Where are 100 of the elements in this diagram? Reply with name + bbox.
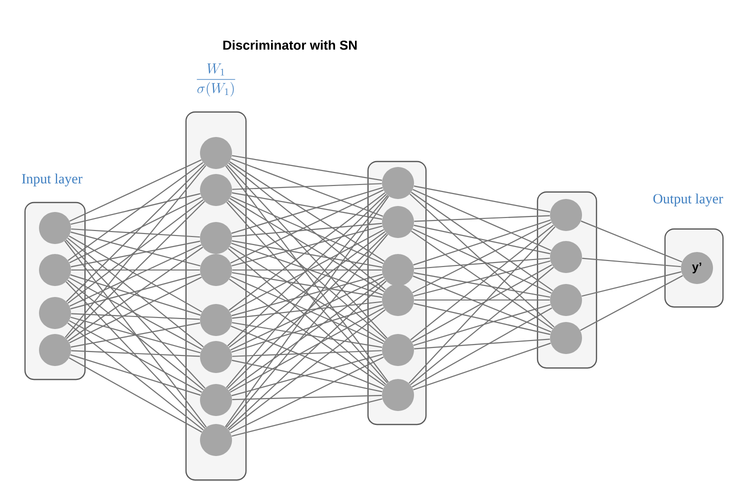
formula: $\frac{W_1}{\sigma(W_1)}$ [196,63,236,97]
connection-line [227,280,387,430]
neuron-circle [200,222,232,254]
connection-line [232,350,382,357]
neuron-circle [39,297,71,329]
connection-line [231,354,383,396]
layer-label: Output layer [653,194,724,206]
neuron-circle [382,206,414,238]
connection-line [582,271,682,297]
neuron-circle [200,254,232,286]
connection-line [232,192,382,220]
connection-line [580,275,683,331]
connection-line [64,240,207,428]
connection-line [232,360,382,392]
connection-line [228,231,386,348]
neuron-circle [550,284,582,316]
connection-line [70,354,201,396]
connection-line [68,357,202,433]
connection-line [71,269,200,271]
connection-line [229,161,385,262]
connection-line [230,229,384,313]
connection-line [69,159,202,222]
connection-line [232,394,382,400]
connection-line [414,303,550,335]
neuron-circle [382,284,414,316]
connection-line [414,260,550,296]
connection-line [232,155,382,181]
connection-line [230,307,384,393]
connection-line [232,269,382,271]
neuron-circle [200,341,232,373]
connection-line [232,226,382,266]
connection-line [410,224,554,340]
connection-line [71,350,200,357]
connection-line [64,165,206,338]
connection-line [66,201,205,339]
connection-line [413,342,551,390]
connection-line [413,220,551,266]
neuron-circle [39,334,71,366]
connection-line [232,240,382,268]
connection-line [232,183,382,190]
neuron-circle [382,334,414,366]
connection-line [412,264,552,343]
connection-line [69,244,202,307]
neuron-circle [550,322,582,354]
connection-line [228,192,386,311]
connection-line [66,164,205,302]
connection-line [412,189,552,251]
connection-line [71,313,200,320]
connection-line [232,301,382,319]
connection-line [224,196,390,428]
connection-line [410,192,554,292]
connection-line [68,236,202,312]
connection-line [414,258,550,270]
neuron-circle [200,304,232,336]
connection-line [230,326,384,390]
connection-line [582,258,681,268]
neuron-circle [39,212,71,244]
connection-line [228,162,386,290]
neuron-circle [200,384,232,416]
connection-line [231,304,383,353]
connection-line [67,322,204,430]
connection-line [69,320,202,393]
connection-line [414,224,550,254]
neuron-circle [382,167,414,199]
connection-line [414,338,550,350]
connection-line [408,226,556,384]
connection-line [230,198,384,292]
connection-line [228,309,386,431]
connection-line [414,272,550,298]
connection-line [67,280,204,390]
connection-line [66,281,206,429]
connection-line [232,222,382,238]
neuron-circle [382,254,414,286]
connection-line [70,274,201,316]
connection-line [231,274,383,316]
connection-line [411,230,553,330]
connection-line [70,274,200,310]
neuron-circle [200,424,232,456]
connection-line [69,196,202,264]
connection-line [232,398,382,437]
connection-line [413,304,551,346]
connection-line [71,228,200,238]
connection-line [70,193,200,225]
layer-label: Input layer [22,174,82,186]
connection-line [410,266,554,386]
connection-line [414,299,550,301]
connection-line [70,322,200,348]
connection-line [230,356,384,434]
connection-line [580,220,682,262]
connection-line [230,246,384,342]
neuron-circle [200,137,232,169]
connection-line [410,194,554,328]
connection-line [412,307,552,388]
neuron-circle [200,174,232,206]
connection-line [68,162,204,261]
connection-line [66,239,206,389]
connection-line [232,272,382,298]
connection-line [70,232,200,266]
connection-line [414,215,550,222]
connection-line [68,199,204,304]
